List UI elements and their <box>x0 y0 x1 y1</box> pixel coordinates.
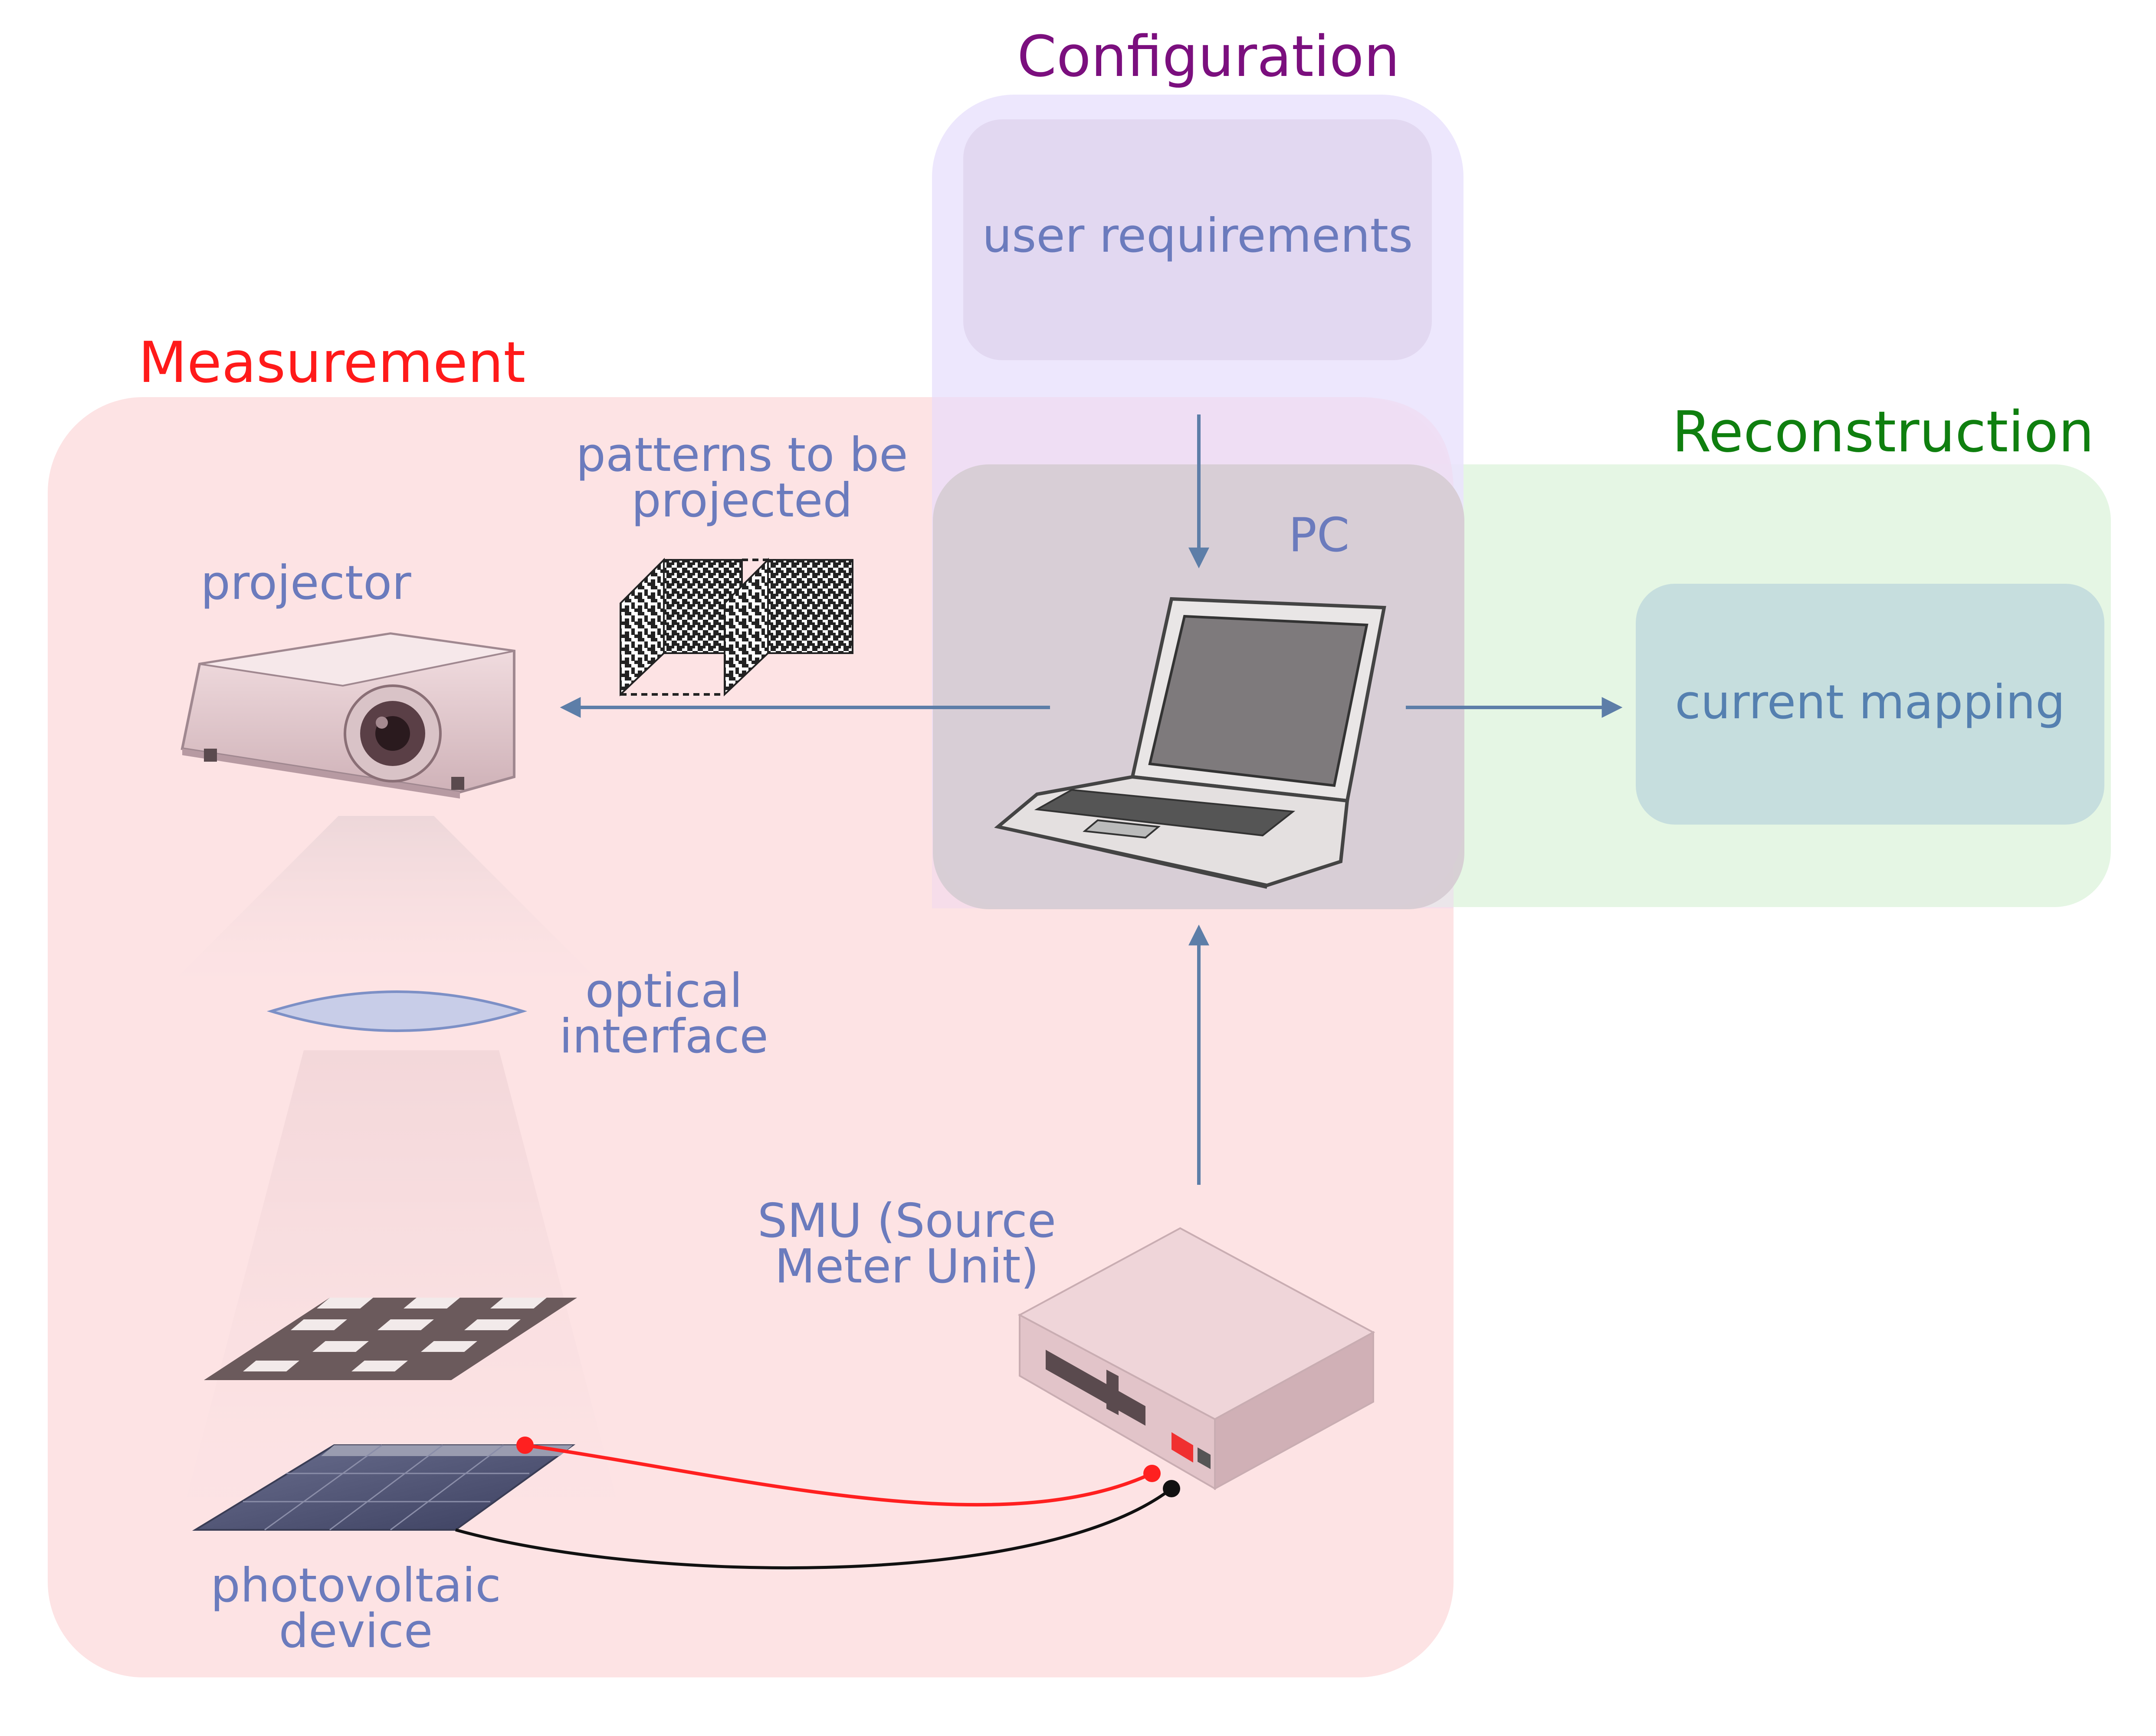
beam-upper <box>178 816 594 976</box>
user-requirements-label: user requirements <box>982 209 1413 263</box>
optical-interface-label-line1: optical <box>585 964 743 1018</box>
beam-lower <box>187 1050 616 1497</box>
lens-icon <box>266 990 528 1032</box>
pc-label: PC <box>1289 508 1350 562</box>
projector-label: projector <box>200 556 411 610</box>
pc-node: PC <box>933 464 1464 909</box>
patterns-label-line2: projected <box>631 473 853 528</box>
projector-illustration <box>180 632 515 799</box>
user-requirements-node: user requirements <box>963 119 1432 360</box>
photovoltaic-device-illustration <box>192 1444 576 1531</box>
current-mapping-label: current mapping <box>1675 675 2065 730</box>
projected-pattern-mask <box>204 1298 577 1380</box>
laptop-illustration <box>994 597 1386 889</box>
patterns-illustration <box>620 558 853 697</box>
red-wire <box>525 1443 1153 1507</box>
photovoltaic-label-line1: photovoltaic <box>210 1558 501 1613</box>
red-terminal-pv <box>516 1437 534 1454</box>
red-terminal-smu <box>1143 1465 1161 1482</box>
black-wire <box>455 1487 1173 1570</box>
reconstruction-title: Reconstruction <box>1672 399 2094 465</box>
black-terminal-smu <box>1163 1480 1180 1497</box>
measurement-title: Measurement <box>138 329 525 395</box>
photovoltaic-label-line2: device <box>279 1604 433 1658</box>
configuration-title: Configuration <box>1017 23 1400 89</box>
smu-label-line2: Meter Unit) <box>774 1240 1039 1294</box>
optical-interface-label-line2: interface <box>559 1009 768 1064</box>
patterns-label-line1: patterns to be <box>576 428 908 482</box>
smu-label-line1: SMU (Source <box>758 1194 1056 1248</box>
smu-illustration <box>1017 1227 1375 1490</box>
current-mapping-node: current mapping <box>1636 584 2104 825</box>
